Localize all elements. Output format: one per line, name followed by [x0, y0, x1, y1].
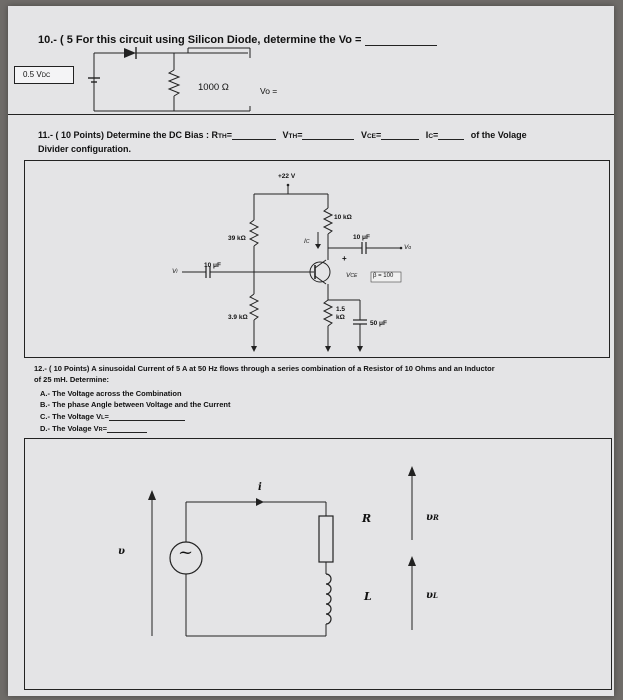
v-arrow-icon — [148, 490, 156, 500]
vce-label: VCE — [346, 272, 358, 279]
vi-label: Vi — [172, 268, 178, 275]
q12-line1: 12.- ( 10 Points) A sinusoidal Current o… — [34, 364, 495, 373]
re-label-top: 1.5 — [336, 306, 346, 313]
ic-label: IC — [304, 238, 310, 245]
vl-blank — [108, 420, 185, 421]
q10-vo-label: Vo = — [260, 86, 278, 96]
vr-label: υR — [426, 512, 439, 523]
resistor-icon — [167, 69, 181, 97]
beta-label: β = 100 — [373, 273, 394, 279]
q10-title: 10.- ( 5 For this circuit using Silicon … — [38, 34, 437, 46]
r2-resistor-icon — [248, 293, 260, 321]
q10-divider — [8, 114, 614, 115]
q11-header-line2: Divider configuration. — [38, 144, 132, 154]
r-label: R — [362, 512, 372, 525]
q11-voltage-divider-circuit — [182, 183, 403, 352]
ic-arrow-icon — [315, 244, 321, 249]
ac-source-icon — [169, 541, 203, 575]
q12-item-d: D.- The Volage VR= — [40, 424, 147, 433]
ac-source-symbol: ~ — [178, 542, 194, 563]
re-resistor-icon — [322, 299, 334, 327]
rth-blank — [231, 139, 276, 140]
source-voltage-label: υ — [118, 546, 125, 557]
plus-label: + — [342, 254, 347, 263]
re-label-bottom: kΩ — [336, 314, 345, 321]
q10-source-box: 0.5 VDC — [14, 66, 74, 84]
exam-paper: 10.- ( 5 For this circuit using Silicon … — [8, 6, 614, 696]
rc-resistor-icon — [322, 207, 334, 235]
supply-label: +22 V — [278, 173, 296, 180]
q11-circuit-frame — [24, 160, 610, 358]
vr-arrow-icon — [408, 466, 416, 476]
vth-blank — [302, 139, 355, 140]
l-label: L — [364, 590, 372, 603]
resistor-box-icon — [318, 515, 334, 563]
vr-blank — [107, 432, 147, 433]
q10-circuit — [88, 47, 251, 112]
vl-label: υL — [426, 590, 438, 601]
cout-label: 10 μF — [353, 234, 370, 241]
r1-resistor-icon — [248, 219, 260, 247]
inductor-icon — [325, 573, 332, 625]
q10-resistor-label: 1000 Ω — [198, 82, 229, 93]
ce-label: 50 μF — [370, 320, 387, 327]
current-arrow-icon — [256, 498, 264, 506]
current-label: i — [258, 482, 262, 493]
bjt-transistor-icon — [309, 261, 331, 283]
q12-circuit-frame — [24, 438, 612, 690]
vl-arrow-icon — [408, 556, 416, 566]
vce-blank — [381, 139, 420, 140]
q12-line2: of 25 mH. Determine: — [34, 375, 110, 384]
q10-answer-blank — [364, 45, 437, 46]
q10-source: 0.5 VDC — [23, 70, 51, 79]
q12-item-c: C.- The Voltage VL= — [40, 412, 185, 421]
q12-item-a: A.- The Voltage across the Combination — [40, 389, 182, 398]
q10-title-text: 10.- ( 5 For this circuit using Silicon … — [38, 34, 362, 46]
r1-label: 39 kΩ — [228, 235, 246, 242]
rc-label: 10 kΩ — [334, 214, 352, 221]
beta-box — [370, 271, 402, 283]
q12-item-b: B.- The phase Angle between Voltage and … — [40, 400, 231, 409]
ic-blank — [438, 139, 465, 140]
cin-label: 10 μF — [204, 262, 221, 269]
q12-rl-circuit — [148, 466, 416, 637]
diode-icon — [124, 48, 136, 58]
vo-label: Vo — [404, 244, 412, 251]
q11-header-line1: 11.- ( 10 Points) Determine the DC Bias … — [38, 130, 527, 140]
r2-label: 3.9 kΩ — [228, 314, 248, 321]
